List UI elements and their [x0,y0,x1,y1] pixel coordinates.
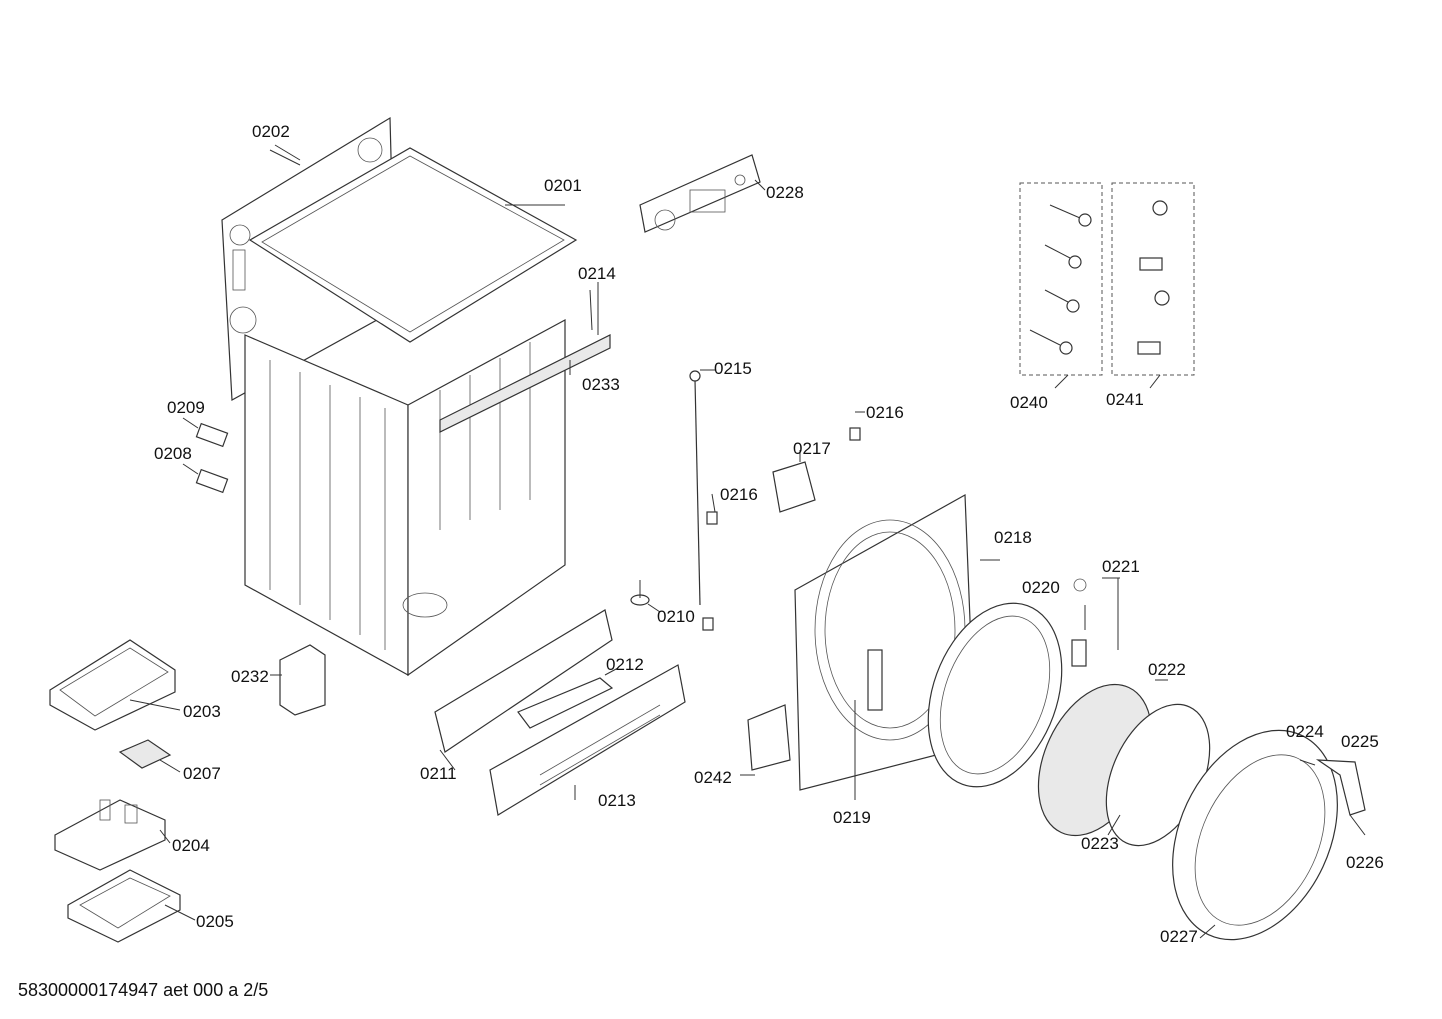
foot-0210 [630,580,661,613]
valve-0208 [182,463,229,494]
label-0209: 0209 [167,398,205,417]
label-0218: 0218 [994,528,1032,547]
clip-0216b [702,493,718,631]
label-0221: 0221 [1102,557,1140,576]
top-lid-0201 [248,147,578,343]
door-ring-0220 [927,602,1063,788]
control-unit-0204 [54,799,171,871]
label-0214: 0214 [578,264,616,283]
label-0227: 0227 [1160,927,1198,946]
label-0241: 0241 [1106,390,1144,409]
label-0233: 0233 [582,375,620,394]
leader-lines [274,144,1120,579]
label-0240: 0240 [1010,393,1048,412]
kit-box-0241 [1111,182,1195,389]
label-0223: 0223 [1081,834,1119,853]
hinge-0221 [1071,578,1119,667]
label-0216-upper: 0216 [866,403,904,422]
label-0225: 0225 [1341,732,1379,751]
label-0242: 0242 [694,768,732,787]
label-0207: 0207 [183,764,221,783]
rod-0215 [689,369,715,606]
label-0228: 0228 [766,183,804,202]
label-0232: 0232 [231,667,269,686]
label-0210: 0210 [657,607,695,626]
label-0212: 0212 [606,655,644,674]
label-0222: 0222 [1148,660,1186,679]
label-0204: 0204 [172,836,210,855]
label-0211: 0211 [420,764,457,783]
label-0224: 0224 [1286,722,1324,741]
document-footer-id: 58300000174947 aet 000 a 2/5 [18,980,269,1000]
front-cover-0213 [489,664,686,816]
outer-ring-0227 [1172,729,1338,941]
label-0216-lower: 0216 [720,485,758,504]
label-0208: 0208 [154,444,192,463]
panel-0228 [639,154,766,233]
label-0202: 0202 [252,122,290,141]
module-0203 [49,639,181,731]
bracket-0217 [772,450,816,513]
label-0213: 0213 [598,791,636,810]
seal-0242 [740,704,791,776]
filter-0232 [270,644,326,716]
label-0215: 0215 [714,359,752,378]
kit-box-0240 [1019,182,1103,389]
valve-0209 [182,417,229,448]
label-0203: 0203 [183,702,221,721]
label-0219: 0219 [833,808,871,827]
label-0201: 0201 [544,176,582,195]
drawer-frame-0211 [434,609,613,771]
part-labels: 0201 0202 0203 0204 0205 0207 0208 0209 … [154,122,1384,946]
housing-0205 [67,869,196,943]
handle-0225 [1299,759,1366,836]
cabinet-frame [244,282,611,677]
label-0217: 0217 [793,439,831,458]
drawer-0212 [517,667,619,729]
clip-0216a [849,411,865,441]
label-0220: 0220 [1022,578,1060,597]
label-0226: 0226 [1346,853,1384,872]
label-0205: 0205 [196,912,234,931]
board-0207 [118,739,181,773]
latch-0219 [854,649,883,800]
